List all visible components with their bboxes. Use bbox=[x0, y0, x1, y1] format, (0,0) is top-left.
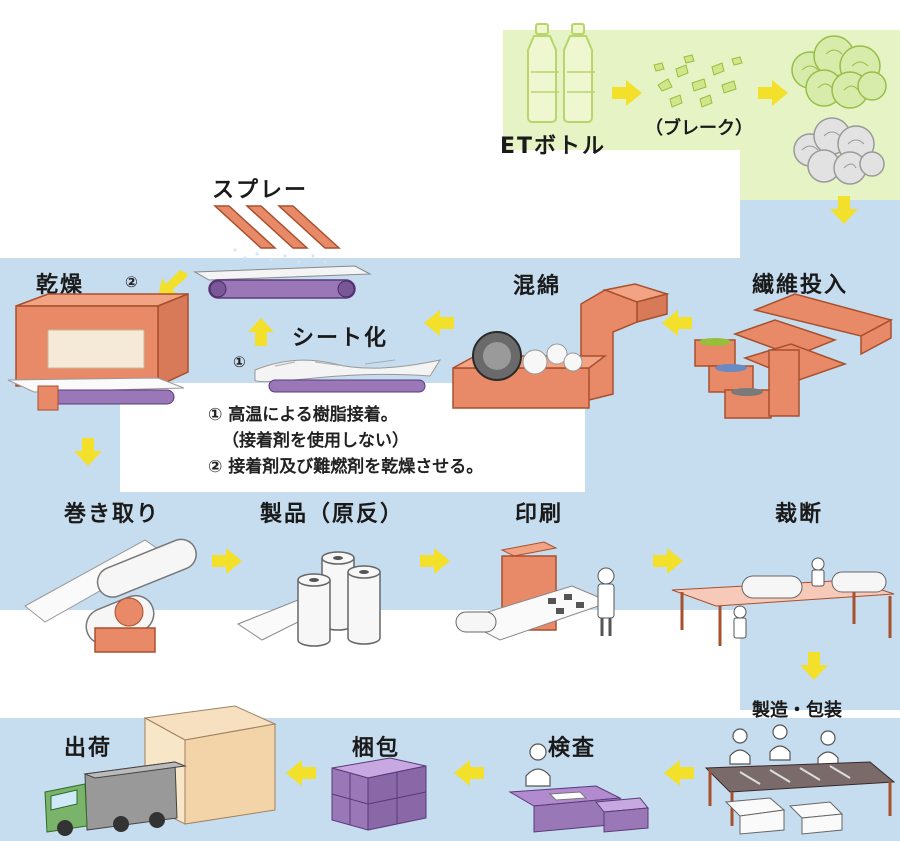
arrow-right-icon bbox=[758, 80, 788, 106]
marker-one: ① bbox=[233, 353, 246, 371]
arrow-left-icon bbox=[454, 760, 484, 786]
note-line-2: （接着剤を使用しない） bbox=[222, 431, 409, 451]
warehouse-truck-icon bbox=[44, 705, 277, 836]
winding-machine-icon bbox=[24, 538, 197, 653]
cutting-label: 裁断 bbox=[775, 502, 824, 527]
arrow-right-icon bbox=[653, 548, 683, 574]
packing-label: 梱包 bbox=[352, 736, 401, 761]
arrow-diag-icon bbox=[158, 270, 188, 298]
spray-label: スプレー bbox=[212, 178, 309, 203]
fiber-cotton-icon bbox=[791, 35, 887, 109]
winding-label: 巻き取り bbox=[64, 502, 161, 527]
flakes-icon bbox=[653, 54, 743, 108]
packing-boxes-icon bbox=[331, 757, 427, 831]
spray-machine-icon bbox=[193, 205, 372, 299]
product-rolls-icon bbox=[236, 551, 381, 647]
arrow-down-icon bbox=[74, 438, 102, 466]
fiber-input-label: 繊維投入 bbox=[752, 273, 849, 298]
shipping-label: 出荷 bbox=[64, 736, 113, 761]
sheet-forming-label: シート化 bbox=[292, 326, 389, 351]
flake-label: （ブレーク） bbox=[645, 118, 753, 139]
arrow-right-icon bbox=[420, 548, 450, 574]
arrow-down-icon bbox=[800, 652, 828, 680]
mixing-machine-icon bbox=[452, 283, 670, 409]
fiber-hoppers-icon bbox=[694, 293, 894, 419]
inspection-icon bbox=[508, 743, 649, 833]
cotton-mixing-label: 混綿 bbox=[513, 274, 562, 299]
arrow-right-icon bbox=[212, 548, 242, 574]
dryer-icon bbox=[7, 292, 189, 411]
cutting-table-icon bbox=[671, 557, 895, 646]
pet-bottle-label: ETボトル bbox=[500, 134, 607, 159]
arrow-left-icon bbox=[664, 760, 694, 786]
arrow-down-icon bbox=[830, 196, 858, 224]
sheet-forming-icon bbox=[254, 359, 442, 393]
band-right-top bbox=[740, 200, 900, 260]
printing-label: 印刷 bbox=[515, 502, 564, 527]
arrow-right-icon bbox=[612, 80, 642, 106]
marker-two: ② bbox=[125, 273, 138, 291]
arrow-up-icon bbox=[248, 318, 274, 346]
fiber-grey-icon bbox=[793, 117, 885, 185]
printing-machine-icon bbox=[455, 541, 615, 641]
product-label: 製品（原反） bbox=[260, 502, 405, 527]
manufacture-table-icon bbox=[704, 724, 896, 835]
pet-bottles-icon bbox=[527, 23, 595, 123]
note-line-1: ① 高温による樹脂接着。 bbox=[208, 405, 398, 425]
arrow-left-icon bbox=[662, 310, 692, 336]
note-line-3: ② 接着剤及び難燃剤を乾燥させる。 bbox=[208, 457, 484, 477]
arrow-left-icon bbox=[286, 760, 316, 786]
inspection-label: 検査 bbox=[548, 736, 597, 761]
manufacture-label: 製造・包装 bbox=[752, 700, 842, 721]
arrow-left-icon bbox=[424, 310, 454, 336]
